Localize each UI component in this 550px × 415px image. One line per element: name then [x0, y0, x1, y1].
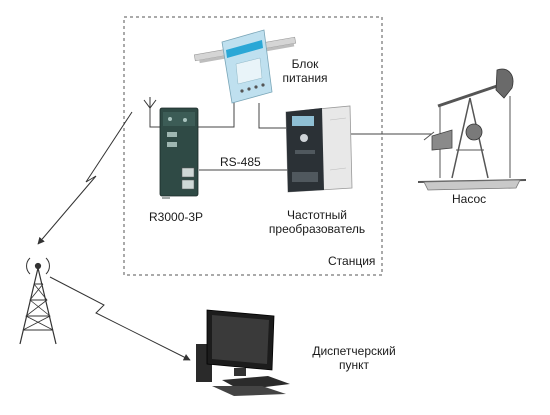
router-icon [160, 108, 198, 198]
power-supply-icon [222, 30, 272, 103]
dispatch-label-line2: пункт [304, 358, 404, 372]
rs485-label: RS-485 [220, 155, 261, 169]
wireless-link-tower-dispatch [50, 277, 190, 360]
psu-to-vfd-line [259, 103, 290, 128]
dispatch-label: Диспетчерский пункт [304, 344, 404, 372]
power-supply-label: Блок питания [270, 57, 340, 85]
power-supply-label-line1: Блок [270, 57, 340, 71]
computer-icon [196, 310, 290, 396]
vfd-label-line2: преобразователь [262, 222, 372, 236]
wireless-link-antenna-tower [38, 112, 132, 244]
station-label: Станция [328, 254, 375, 268]
vfd-label: Частотный преобразователь [262, 208, 372, 236]
vfd-label-line1: Частотный [262, 208, 372, 222]
frequency-converter-icon [286, 106, 352, 192]
power-supply-label-line2: питания [270, 71, 340, 85]
router-label: R3000-3P [149, 210, 203, 224]
antenna-icon [144, 97, 156, 108]
pumpjack-icon [418, 69, 526, 190]
radio-tower-icon [20, 258, 56, 344]
pump-label: Насос [452, 192, 486, 206]
dispatch-label-line1: Диспетчерский [304, 344, 404, 358]
